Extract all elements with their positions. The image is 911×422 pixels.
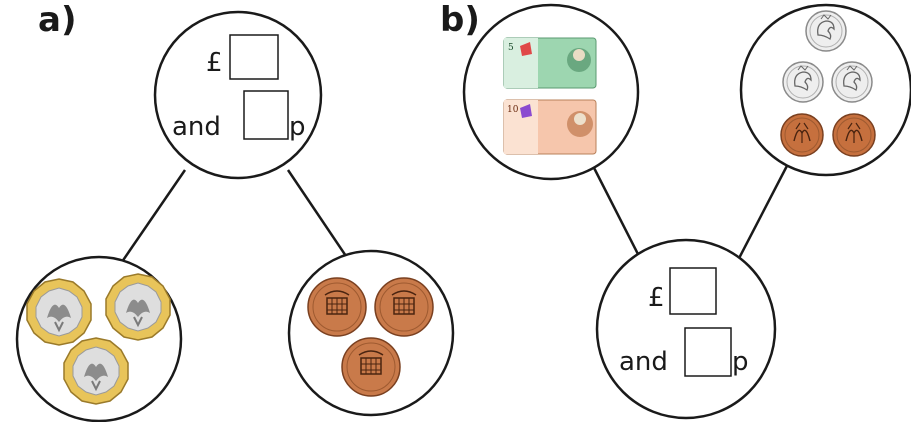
- and-text-a: and: [172, 112, 221, 142]
- pounds-answer-box-a[interactable]: [229, 34, 279, 80]
- svg-text:10: 10: [507, 105, 519, 115]
- whole-circle-a: £ and p: [153, 10, 323, 180]
- part-circle-b-notes: 5 10: [462, 3, 640, 181]
- part-b-label: b): [440, 0, 480, 40]
- part-circle-a-pennies: [287, 249, 455, 417]
- two-pence-coin: [832, 113, 876, 157]
- pound-sign-b: £: [648, 283, 665, 313]
- one-pound-coin: [26, 278, 92, 346]
- connector-a-right: [286, 169, 352, 263]
- connector-b-left: [588, 159, 645, 265]
- pence-answer-box-b[interactable]: [684, 327, 732, 377]
- whole-circle-b: £ and p: [595, 238, 777, 420]
- part-circle-a-pounds: [15, 255, 183, 422]
- five-pound-note: 5: [503, 37, 597, 89]
- part-circle-b-coins: [739, 3, 911, 177]
- ten-pence-coin: [805, 10, 847, 52]
- one-pound-coin: [105, 273, 171, 341]
- connector-a-left: [113, 169, 187, 273]
- one-penny-coin: [374, 277, 434, 337]
- ten-pence-coin: [782, 61, 824, 103]
- ten-pence-coin: [831, 61, 873, 103]
- pence-answer-box-a[interactable]: [243, 90, 289, 140]
- pounds-answer-box-b[interactable]: [669, 267, 717, 315]
- and-text-b: and: [619, 347, 668, 377]
- one-pound-coin: [63, 337, 129, 405]
- one-penny-coin: [307, 277, 367, 337]
- part-a-label: a): [38, 0, 77, 40]
- connector-b-right: [733, 159, 792, 267]
- ten-pound-note: 10: [503, 99, 597, 155]
- two-pence-coin: [780, 113, 824, 157]
- pence-suffix-a: p: [289, 112, 306, 142]
- pound-sign-a: £: [206, 48, 223, 78]
- pence-suffix-b: p: [732, 347, 749, 377]
- one-penny-coin: [341, 337, 401, 397]
- svg-text:5: 5: [508, 43, 514, 53]
